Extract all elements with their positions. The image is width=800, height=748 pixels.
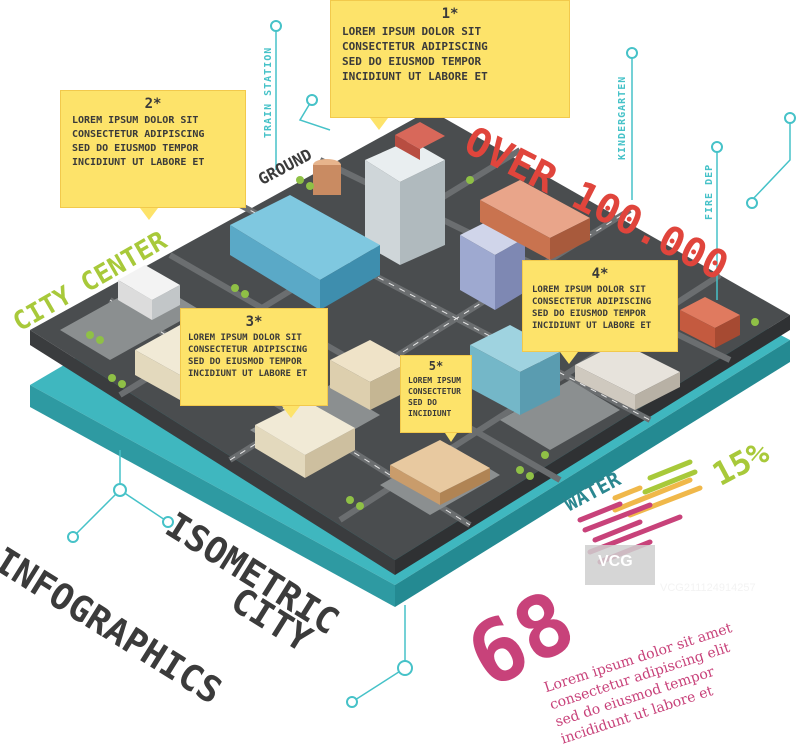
round-tower-building (313, 159, 341, 195)
node-kindergarten (626, 47, 638, 59)
callout-2-tail (140, 208, 158, 220)
glass-office-building (470, 325, 560, 415)
callout-line: CONSECTETUR ADIPISCING (188, 345, 308, 355)
watermark-logo: VCG (598, 553, 633, 570)
node-train-station (270, 20, 282, 32)
connector-nodes (67, 20, 796, 708)
kindergarten-label: KINDERGARTEN (617, 75, 628, 160)
callout-line: SED DO EIUSMOD TEMPOR (342, 55, 482, 68)
callout-5: 5* LOREM IPSUM CONSECTETUR SED DO INCIDI… (400, 355, 472, 433)
fire-dep-label: FIRE DEP (704, 163, 715, 220)
callout-line: INCIDIUNT UT LABORE ET (72, 157, 205, 168)
train-station-label: TRAIN STATION (263, 46, 274, 138)
callout-number: 2* (144, 96, 162, 112)
watermark-id: VCG211124914257 (660, 582, 756, 594)
callout-line: INCIDIUNT UT LABORE ET (342, 70, 488, 83)
callout-number: 3* (245, 314, 263, 330)
node-bottom (397, 660, 413, 676)
shopping-center-building (575, 342, 680, 410)
node-right (784, 112, 796, 124)
connector-lines (74, 28, 791, 701)
node-upper (306, 94, 318, 106)
callout-3-tail (282, 406, 300, 418)
city-hall-building (255, 400, 355, 478)
callout-line: SED DO EIUSMOD TEMPOR (188, 357, 302, 367)
callout-number: 4* (591, 266, 609, 282)
callout-1-tail (370, 118, 388, 130)
school-building (480, 180, 590, 260)
node-right-lower (746, 197, 758, 209)
callout-line: CONSECTETUR ADIPISCING (342, 40, 488, 53)
callout-number: 1* (441, 6, 459, 22)
callout-line: SED DO EIUSMOD TEMPOR (532, 309, 646, 319)
police-building (118, 265, 180, 320)
fire-department-building (680, 297, 740, 348)
callout-line: LOREM IPSUM DOLOR SIT (342, 25, 482, 38)
hospital-building (460, 220, 525, 310)
tall-office-building (365, 140, 445, 265)
node-fire-dep (711, 141, 723, 153)
callout-line: LOREM IPSUM (408, 376, 461, 385)
callout-4-tail (560, 352, 578, 364)
callout-3: 3* LOREM IPSUM DOLOR SIT CONSECTETUR ADI… (180, 308, 328, 406)
restaurant-building (390, 440, 490, 505)
callout-line: CONSECTETUR ADIPISCING (532, 297, 652, 307)
callout-line: CONSECTETUR ADIPISCING (72, 129, 205, 140)
node-left-bottom (67, 531, 79, 543)
node-left (113, 483, 127, 497)
node-left-right (162, 516, 174, 528)
node-bottom-left (346, 696, 358, 708)
callout-line: INCIDIUNT (408, 409, 452, 418)
callout-line: LOREM IPSUM DOLOR SIT (188, 333, 302, 343)
callout-line: INCIDIUNT UT LABORE ET (532, 321, 652, 331)
watermark-box (585, 545, 655, 585)
callout-5-tail (445, 433, 457, 442)
callout-number: 5* (428, 359, 444, 373)
callout-4: 4* LOREM IPSUM DOLOR SIT CONSECTETUR ADI… (522, 260, 678, 352)
callout-line: SED DO EIUSMOD TEMPOR (72, 143, 199, 154)
callout-2: 2* LOREM IPSUM DOLOR SIT CONSECTETUR ADI… (60, 90, 246, 208)
callout-line: INCIDIUNT UT LABORE ET (188, 369, 308, 379)
callout-line: LOREM IPSUM DOLOR SIT (532, 285, 646, 295)
train-station-building (230, 195, 380, 310)
callout-1: 1* LOREM IPSUM DOLOR SIT CONSECTETUR ADI… (330, 0, 570, 118)
callout-line: LOREM IPSUM DOLOR SIT (72, 115, 199, 126)
callout-line: CONSECTETUR (408, 387, 461, 396)
callout-line: SED DO (408, 398, 437, 407)
red-roof-building (395, 122, 445, 160)
city-scene (30, 20, 796, 708)
